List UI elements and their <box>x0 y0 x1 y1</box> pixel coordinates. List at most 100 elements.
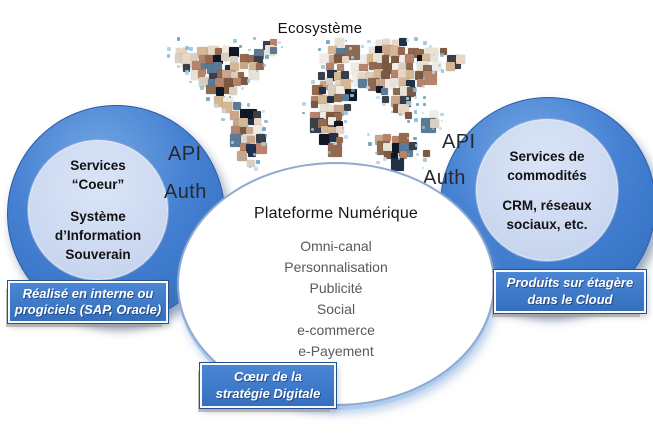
map-dot <box>351 88 355 93</box>
map-photo-tile <box>199 55 208 64</box>
map-photo-tile <box>334 53 345 64</box>
map-photo-tile <box>390 152 399 161</box>
map-dot <box>262 110 265 113</box>
map-photo-tile <box>224 85 234 95</box>
map-dot <box>376 160 380 165</box>
map-photo-tile <box>205 85 216 95</box>
map-photo-tile <box>381 87 389 95</box>
map-photo-tile <box>215 87 224 96</box>
map-photo-tile <box>334 93 343 102</box>
map-dot <box>333 142 337 146</box>
map-dot <box>406 39 410 42</box>
map-photo-tile <box>325 78 333 86</box>
map-dot <box>432 128 435 131</box>
map-dot <box>240 86 245 90</box>
map-dot <box>254 167 258 171</box>
map-photo-tile <box>328 127 340 139</box>
map-dot <box>367 39 371 44</box>
map-dot <box>189 47 193 51</box>
map-dot <box>413 136 417 141</box>
map-photo-tile <box>328 55 338 65</box>
map-photo-tile <box>256 142 268 154</box>
map-photo-tile <box>318 94 328 104</box>
map-photo-tile <box>341 55 349 63</box>
map-photo-tile <box>376 86 384 94</box>
map-photo-tile <box>382 142 392 152</box>
map-dot <box>256 159 261 164</box>
map-dot <box>366 85 370 89</box>
map-dot <box>311 128 314 132</box>
map-dot <box>246 103 251 107</box>
map-photo-tile <box>237 151 248 161</box>
map-dot <box>264 54 269 59</box>
map-dot <box>326 40 331 44</box>
left-callout-text: Réalisé en interne ou progiciels (SAP, O… <box>14 285 162 318</box>
platform-item: Personnalisation <box>284 259 388 275</box>
map-photo-tile <box>229 46 240 57</box>
map-photo-tile <box>199 77 210 88</box>
map-dot <box>349 46 353 50</box>
map-dot <box>264 133 268 137</box>
right-services-circle: Services de commodités CRM, réseaux soci… <box>423 97 653 313</box>
map-dot <box>382 157 387 161</box>
map-photo-tile <box>230 111 239 120</box>
map-dot <box>440 53 444 57</box>
map-photo-tile <box>221 53 230 62</box>
map-photo-tile <box>245 143 256 154</box>
map-dot <box>376 95 380 100</box>
map-dot <box>416 152 420 156</box>
map-photo-tile <box>326 62 335 71</box>
map-photo-tile <box>399 56 406 64</box>
right-inner-circle: Services de commodités CRM, réseaux soci… <box>476 119 618 261</box>
map-dot <box>255 69 259 73</box>
map-photo-tile <box>415 48 424 58</box>
map-photo-tile <box>245 109 257 121</box>
map-photo-tile <box>439 47 447 55</box>
map-photo-tile <box>208 72 219 83</box>
map-dot <box>432 53 436 56</box>
map-dot <box>317 48 321 51</box>
map-photo-tile <box>341 70 350 79</box>
map-photo-tile <box>215 47 223 56</box>
map-dot <box>422 77 426 80</box>
map-dot <box>421 166 424 169</box>
map-photo-tile <box>205 55 216 66</box>
map-photo-tile <box>399 77 410 89</box>
map-dot <box>229 95 232 99</box>
map-photo-tile <box>333 72 343 82</box>
map-dot <box>344 120 347 123</box>
map-dot <box>360 45 364 49</box>
map-dot <box>189 80 192 84</box>
map-dot <box>422 85 426 88</box>
map-photo-tile <box>240 109 250 120</box>
map-photo-tile <box>215 78 224 88</box>
map-photo-tile <box>374 135 385 146</box>
map-photo-tile <box>230 62 239 72</box>
map-photo-tile <box>319 53 329 63</box>
map-dot <box>253 152 257 156</box>
left-auth-label: Auth <box>164 181 207 203</box>
map-photo-tile <box>376 79 385 88</box>
platform-item: Omni-canal <box>300 238 372 254</box>
map-photo-tile <box>358 79 367 88</box>
map-dot <box>261 126 266 132</box>
map-dot <box>414 110 418 114</box>
map-photo-tile <box>320 112 330 122</box>
map-dot <box>415 144 419 148</box>
map-dot <box>277 40 281 45</box>
map-dot <box>301 102 307 107</box>
map-photo-tile <box>336 64 344 72</box>
map-photo-tile <box>392 136 404 147</box>
map-photo-tile <box>382 45 394 57</box>
platform-title: Plateforme Numérique <box>253 205 419 222</box>
map-photo-tile <box>208 45 219 57</box>
map-photo-tile <box>397 69 408 79</box>
platform-item: e-commerce <box>297 322 375 338</box>
map-photo-tile <box>334 120 344 130</box>
map-photo-tile <box>399 151 408 160</box>
map-photo-tile <box>391 158 404 171</box>
right-callout-text: Produits sur étagère dans le Cloud <box>506 275 634 307</box>
map-photo-tile <box>253 56 264 66</box>
map-photo-tile <box>270 47 277 55</box>
map-dot <box>261 141 266 147</box>
